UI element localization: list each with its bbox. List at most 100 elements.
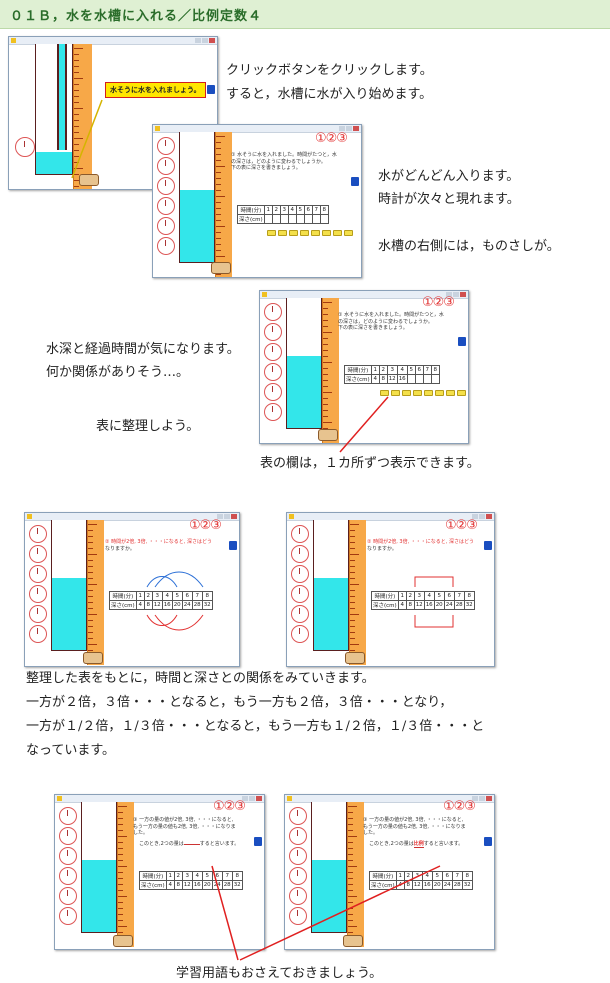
question-2: ② 時間が2倍, 3倍, ・・・になると, 深さはどう なりますか。 [105, 539, 212, 552]
ruler-tick [118, 854, 123, 855]
ruler-tick [88, 602, 93, 603]
ruler-tick [88, 632, 93, 633]
q1-line: の深さは，どのように変わるでしょうか。 [338, 318, 433, 325]
ruler-tick [74, 180, 79, 181]
clock-icon [59, 867, 77, 885]
ruler-tick [74, 90, 79, 91]
answer-blank[interactable] [183, 843, 200, 845]
ruler [347, 802, 364, 947]
q1-line: ① 水そうに水を入れました。時間がたつと，水 [338, 312, 444, 318]
ruler-tick [74, 60, 79, 61]
ruler-tick [216, 244, 221, 245]
clock-icon [264, 323, 282, 341]
click-button[interactable] [79, 174, 99, 186]
row-label: 深さ(cm) [369, 880, 397, 890]
ruler [215, 132, 232, 277]
cell-buttons[interactable] [380, 390, 466, 396]
question-selector[interactable]: ①②③ [315, 131, 348, 146]
cell-buttons[interactable] [267, 230, 353, 236]
ruler-tick [118, 908, 123, 909]
ruler-tick [216, 178, 221, 179]
caption: 表に整理しよう。 [96, 419, 200, 434]
ruler-tick [348, 896, 357, 897]
ruler-tick [216, 142, 221, 143]
ruler-tick [74, 138, 83, 139]
pen-icon[interactable] [229, 541, 237, 550]
ruler-tick [216, 148, 221, 149]
ruler-tick [216, 256, 225, 257]
clock-icon [29, 625, 47, 643]
click-button[interactable] [83, 652, 103, 664]
ruler-tick [216, 166, 225, 167]
ruler-tick [323, 380, 328, 381]
instruction-callout: 水そうに水を入れましょう。 [105, 82, 206, 98]
ruler-tick [348, 926, 357, 927]
ruler-tick [350, 542, 355, 543]
water-tank [51, 520, 87, 651]
ruler-tick [118, 878, 123, 879]
page-title: ０１Ｂ，水を水槽に入れる／比例定数４ [10, 9, 263, 24]
ruler-tick [118, 890, 123, 891]
pen-icon[interactable] [207, 85, 215, 94]
click-button[interactable] [318, 429, 338, 441]
ruler-tick [323, 386, 328, 387]
question-selector[interactable]: ①②③ [445, 518, 478, 533]
ruler-tick [118, 884, 123, 885]
pen-icon[interactable] [254, 837, 262, 846]
clock-icon [59, 907, 77, 925]
pen-icon[interactable] [484, 541, 492, 550]
question-selector[interactable]: ①②③ [213, 799, 246, 814]
ruler-tick [216, 232, 221, 233]
row-label: 時間(分) [344, 365, 372, 375]
ruler-tick [323, 398, 328, 399]
question-selector[interactable]: ①②③ [443, 799, 476, 814]
clock-icon [59, 827, 77, 845]
clock-icon [291, 565, 309, 583]
ruler-tick [74, 132, 79, 133]
pen-icon[interactable] [484, 837, 492, 846]
ruler-tick [216, 154, 221, 155]
pen-icon[interactable] [458, 337, 466, 346]
ruler-tick [348, 842, 353, 843]
clock-icon [264, 403, 282, 421]
ruler-tick [118, 842, 123, 843]
ruler-tick [348, 902, 353, 903]
click-button[interactable] [113, 935, 133, 947]
row-label: 深さ(cm) [237, 214, 265, 224]
ruler-tick [350, 632, 355, 633]
ruler-tick [74, 114, 79, 115]
question-selector[interactable]: ①②③ [189, 518, 222, 533]
ruler-tick [216, 172, 221, 173]
question-1: ① 水そうに水を入れました。時間がたつと，水 の深さは，どのように変わるでしょう… [338, 312, 444, 332]
ruler-tick [74, 66, 79, 67]
q3-blank-line: このとき,2つの量はすると言います。 [139, 840, 240, 847]
ruler-tick [118, 836, 127, 837]
pen-icon[interactable] [351, 177, 359, 186]
click-button[interactable] [343, 935, 363, 947]
title-bar [25, 513, 239, 521]
ruler-tick [348, 890, 353, 891]
clock-icon [264, 343, 282, 361]
ruler-tick [88, 590, 93, 591]
clock-icon [29, 605, 47, 623]
question-selector[interactable]: ①②③ [422, 295, 455, 310]
question-1: ① 水そうに水を入れました。時間がたつと，水 の深さは，どのように変わるでしょう… [231, 152, 337, 172]
clock-icon [291, 585, 309, 603]
click-button[interactable] [211, 262, 231, 274]
row-label: 時間(分) [139, 871, 167, 881]
ruler-tick [216, 196, 225, 197]
ruler-tick [216, 184, 221, 185]
ruler-tick [118, 914, 123, 915]
ruler-tick [348, 914, 353, 915]
click-button[interactable] [345, 652, 365, 664]
ruler-tick [118, 824, 123, 825]
clock-icon [15, 137, 35, 157]
ruler-tick [74, 48, 83, 49]
clock-icon [291, 605, 309, 623]
ruler [322, 298, 339, 443]
clock-icon [291, 545, 309, 563]
ruler-tick [323, 320, 328, 321]
ruler-tick [74, 156, 79, 157]
ruler-tick [350, 614, 359, 615]
ruler-tick [74, 120, 79, 121]
